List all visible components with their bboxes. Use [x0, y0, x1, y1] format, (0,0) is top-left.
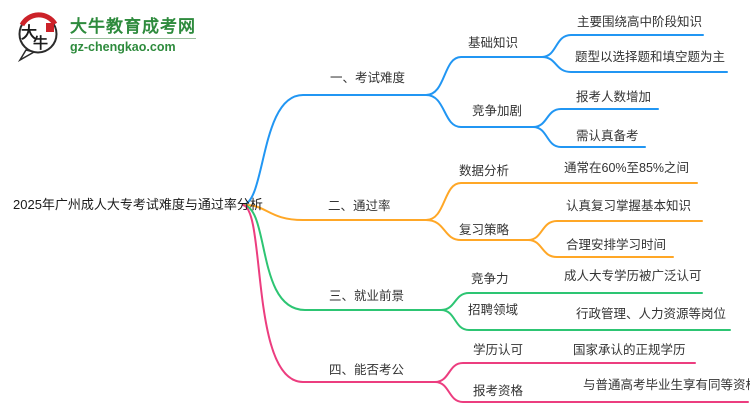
subtopic-application-eligibility: 报考资格 — [473, 384, 524, 398]
subtopic-basic-knowledge: 基础知识 — [468, 36, 519, 50]
leaf-widely-recognized: 成人大专学历被广泛认可 — [564, 269, 702, 283]
subtopic-data-analysis: 数据分析 — [459, 164, 510, 178]
leaf-job-positions: 行政管理、人力资源等岗位 — [576, 307, 727, 321]
svg-text:大: 大 — [21, 23, 37, 42]
site-logo: 大 牛 大牛教育成考网 gz-chengkao.com — [13, 10, 196, 62]
branch-pass-rate-label: 二、通过率 — [328, 199, 391, 213]
logo-bull-icon: 大 牛 — [17, 12, 58, 62]
subtopic-degree-recognition: 学历认可 — [473, 343, 524, 357]
branch-employment-lines — [242, 204, 731, 331]
subtopic-review-strategy: 复习策略 — [459, 223, 510, 237]
leaf-state-recognized: 国家承认的正规学历 — [573, 343, 686, 357]
branch-civil-service-label: 四、能否考公 — [329, 363, 405, 377]
branch-pass-rate-lines — [242, 182, 703, 258]
leaf-arrange-time: 合理安排学习时间 — [566, 238, 667, 252]
subtopic-competition: 竞争加剧 — [472, 104, 523, 118]
subtopic-hiring-fields: 招聘领域 — [468, 303, 519, 317]
leaf-question-types: 题型以选择题和填空题为主 — [575, 50, 726, 64]
leaf-prepare-seriously: 需认真备考 — [576, 129, 639, 143]
site-url: gz-chengkao.com — [70, 38, 196, 55]
site-name: 大牛教育成考网 — [70, 17, 196, 36]
leaf-equal-qualification: 与普通高考毕业生享有同等资格 — [583, 378, 750, 392]
svg-text:牛: 牛 — [33, 34, 48, 52]
leaf-applicants-increase: 报考人数增加 — [576, 90, 652, 104]
branch-civil-service-lines — [242, 204, 749, 403]
leaf-pass-rate-range: 通常在60%至85%之间 — [564, 161, 690, 175]
leaf-high-school-scope: 主要围绕高中阶段知识 — [577, 15, 703, 29]
root-topic: 2025年广州成人大专考试难度与通过率分析 — [13, 197, 263, 212]
branch-employment-label: 三、就业前景 — [329, 289, 405, 303]
subtopic-competitiveness: 竞争力 — [471, 272, 509, 286]
leaf-master-basics: 认真复习掌握基本知识 — [566, 199, 692, 213]
branch-exam-difficulty-lines — [242, 34, 728, 206]
branch-exam-difficulty-label: 一、考试难度 — [330, 71, 406, 85]
